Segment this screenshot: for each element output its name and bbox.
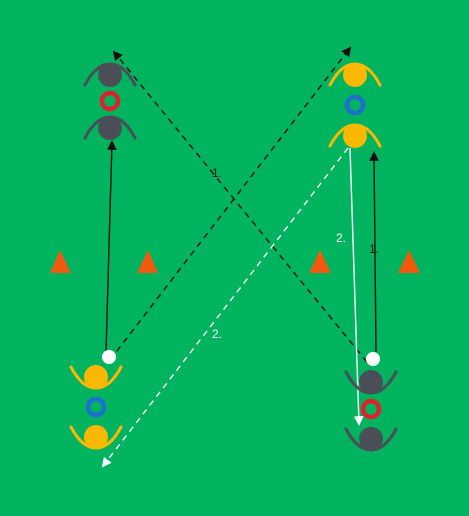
cone-icon xyxy=(398,250,420,273)
ring-marker-icon xyxy=(85,396,107,418)
pass-line-white-diagonal xyxy=(101,147,349,468)
cone-icon xyxy=(137,250,158,273)
label-pass-dark-diagonal: 1. xyxy=(212,166,222,180)
player-icon xyxy=(344,427,398,452)
run-line-left-up xyxy=(105,140,117,353)
pass-line-dark-diagonal xyxy=(112,50,368,363)
ball-icon xyxy=(102,350,116,364)
player-icon xyxy=(344,370,398,395)
player-group-bottom-right xyxy=(344,352,398,452)
ring-marker-icon xyxy=(99,90,121,112)
movement-lines xyxy=(101,46,379,468)
cones xyxy=(50,250,420,273)
label-pass-dark-vertical: 1. xyxy=(369,242,379,256)
player-group-top-right xyxy=(328,62,382,148)
ball-icon xyxy=(366,352,380,366)
run-line-right-up xyxy=(369,151,379,353)
player-icon xyxy=(69,425,123,450)
label-pass-yellow-diagonal: 2. xyxy=(212,327,222,341)
player-group-bottom-left xyxy=(69,350,123,450)
cone-icon xyxy=(309,250,331,273)
player-icon xyxy=(328,62,382,87)
cone-icon xyxy=(50,250,71,273)
player-icon xyxy=(328,123,382,148)
ring-marker-icon xyxy=(344,94,366,116)
player-icon xyxy=(83,115,137,140)
label-pass-yellow-vertical: 2. xyxy=(336,231,346,245)
player-icon xyxy=(83,62,137,87)
ring-marker-icon xyxy=(360,398,382,420)
player-icon xyxy=(69,365,123,390)
run-line-white-down xyxy=(349,147,364,426)
player-group-top-left xyxy=(83,62,137,140)
